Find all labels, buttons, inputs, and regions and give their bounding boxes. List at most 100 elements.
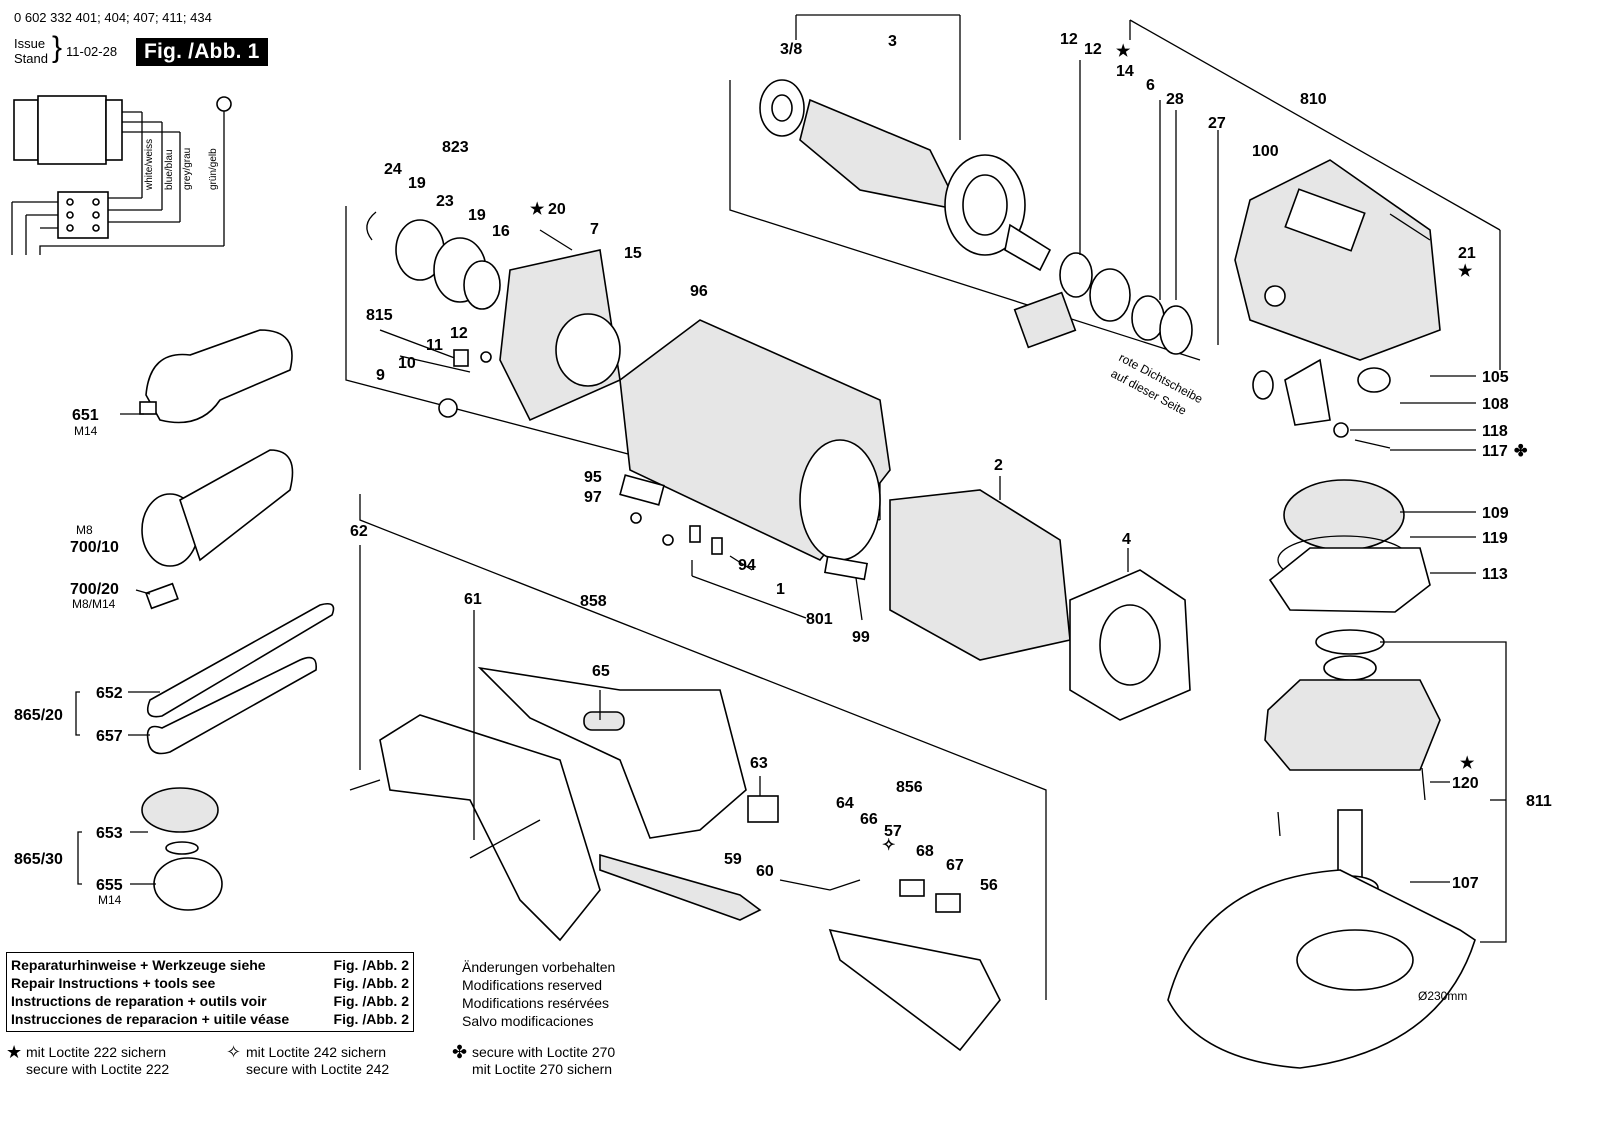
document-number: 0 602 332 401; 404; 407; 411; 434 (14, 10, 212, 25)
gear-head-group (1234, 159, 1441, 613)
legend-loctite-222: ★ mit Loctite 222 sichern secure with Lo… (6, 1042, 170, 1077)
part-label: 3/8 (780, 41, 802, 58)
legend-loctite-242: ✧ mit Loctite 242 sichern secure with Lo… (226, 1042, 390, 1077)
field-winding-icon (889, 489, 1071, 661)
part-label: 57 (884, 823, 902, 840)
motor-housing-group (619, 319, 1191, 721)
loctite-222-icon: ★ (530, 201, 545, 218)
part-label: 2 (994, 457, 1003, 474)
part-label: 105 (1482, 369, 1509, 386)
loctite-222-icon: ★ (1116, 43, 1131, 60)
clamping-flange-icon (153, 857, 223, 911)
part-label: 23 (436, 193, 454, 210)
part-label: 12 (1060, 31, 1078, 48)
part-label: 119 (1482, 530, 1508, 547)
part-label: 99 (852, 629, 870, 646)
part-label: 700/10 (70, 539, 119, 556)
part-label: 95 (584, 469, 602, 486)
loctite-222-icon: ★ (1460, 755, 1475, 772)
leader-lines (75, 60, 1507, 943)
rear-handle-group (349, 666, 1001, 1052)
part-labels: 3/8 3 12 12 14 6 28 27 810 100 21 105 10… (14, 31, 1552, 894)
part-label: 61 (464, 591, 482, 608)
part-label: 67 (946, 857, 964, 874)
cable-clamp-icon (747, 795, 779, 823)
thread-label: M8 (76, 523, 93, 537)
loctite-222-icon: ★ (1458, 263, 1473, 280)
part-label: 865/30 (14, 851, 63, 868)
diameter-label: Ø230mm (1418, 989, 1467, 1003)
part-label: 657 (96, 728, 123, 745)
gasket-icon (1268, 547, 1431, 613)
thread-label: M14 (98, 893, 122, 907)
brush-plate-group (366, 211, 621, 422)
wire-label-white: white/weiss (144, 139, 155, 191)
part-label: 11 (426, 337, 443, 354)
part-label: 10 (398, 355, 416, 372)
star-icon: ★ (6, 1042, 23, 1062)
power-cord-icon (599, 853, 762, 921)
part-label: 66 (860, 811, 878, 828)
part-label: 655 (96, 877, 123, 894)
part-label: 28 (1166, 91, 1184, 108)
thread-label: M14 (74, 424, 98, 438)
part-label: 108 (1482, 396, 1509, 413)
part-label: 65 (592, 663, 610, 680)
part-label: 810 (1300, 91, 1327, 108)
modifications-notice: Änderungen vorbehalten Modifications res… (462, 959, 616, 1029)
terminal-block (57, 191, 109, 239)
figure-badge: Fig. /Abb. 1 (136, 38, 268, 66)
switch-slider-icon (583, 711, 625, 731)
pinion-icon (1284, 358, 1331, 426)
wire-label-grey: grey/grau (182, 148, 193, 190)
part-label: 63 (750, 755, 768, 772)
part-label: 56 (980, 877, 998, 894)
reference-row: Instructions de reparation + outils voir… (11, 993, 409, 1009)
wrench-icon (146, 656, 317, 755)
part-label: 20 (548, 201, 566, 218)
part-label: 109 (1482, 505, 1509, 522)
part-label: 815 (366, 307, 393, 324)
issue-label-en: Issue (14, 36, 46, 51)
bearing-flange-icon (1264, 679, 1441, 771)
loctite-markers: ★ ★ ★ ★ ✤ ✧ (530, 43, 1528, 854)
wiring-diagram: white/weiss blue/blau grey/grau grün/gel… (11, 95, 232, 255)
part-label: 94 (738, 557, 756, 574)
ground-icon (438, 398, 458, 418)
issue-label-de: Stand (14, 51, 48, 66)
handles-group (139, 329, 335, 911)
ground-icon (216, 96, 232, 112)
legend-loctite-270: ✤ secure with Loctite 270 mit Loctite 27… (452, 1042, 616, 1077)
gear-housing-icon (1234, 159, 1441, 361)
part-label: 117 (1482, 443, 1508, 460)
part-label: 811 (1526, 793, 1552, 810)
thread-label: M8/M14 (72, 597, 116, 611)
auxiliary-handle-icon (145, 329, 293, 424)
part-label: 59 (724, 851, 742, 868)
wire-label-blue: blue/blau (164, 149, 175, 190)
part-label: 62 (350, 523, 368, 540)
part-label: 60 (756, 863, 774, 880)
part-label: 652 (96, 685, 123, 702)
cross-icon: ✤ (452, 1042, 468, 1062)
part-label: 120 (1452, 775, 1479, 792)
part-label: 7 (590, 221, 599, 238)
issue-brace: } (52, 31, 63, 64)
part-label: 9 (376, 367, 385, 384)
part-label: 858 (580, 593, 607, 610)
part-label: 1 (776, 581, 785, 598)
part-label: 12 (1084, 41, 1102, 58)
loctite-242-icon: ✧ (882, 837, 895, 854)
part-label: 19 (468, 207, 486, 224)
part-label: 856 (896, 779, 923, 796)
part-label: 6 (1146, 77, 1155, 94)
part-label: 27 (1208, 115, 1226, 132)
part-label: 801 (806, 611, 833, 628)
part-label: 113 (1482, 566, 1508, 583)
switch-icon (828, 928, 1001, 1052)
part-label: 24 (384, 161, 402, 178)
wire-label-green-yellow: grün/gelb (208, 148, 219, 190)
